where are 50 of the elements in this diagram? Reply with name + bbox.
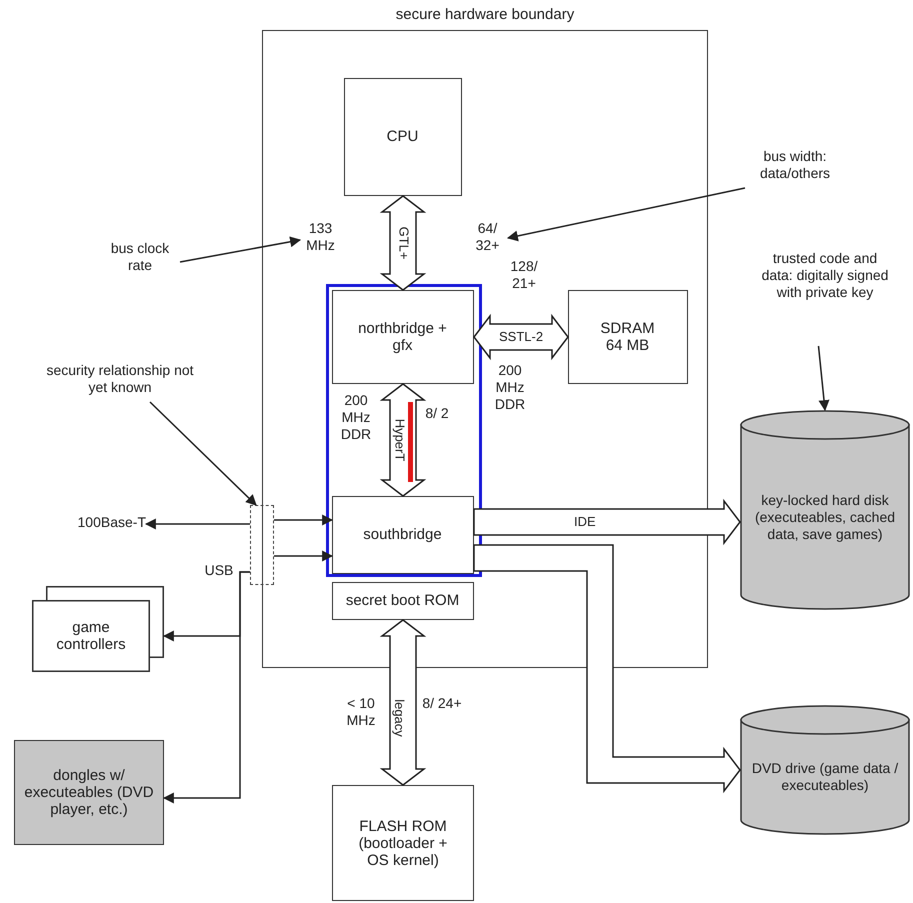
- annotation-text: trusted code and data: digitally signed with private key: [760, 250, 890, 346]
- signal-arrow: [144, 518, 250, 530]
- bus-label: IDE: [573, 515, 597, 529]
- component-label: SDRAM 64 MB: [599, 320, 656, 354]
- annotation-text: bus clock rate: [100, 240, 180, 284]
- signal-arrow: [274, 550, 334, 562]
- leader-arrow: [180, 236, 302, 263]
- bus-label: SSTL-2: [498, 330, 544, 344]
- bus-spec-label: 128/ 21+: [509, 258, 539, 292]
- bus-arrow: [473, 498, 741, 546]
- boundary-label: secure hardware boundary: [394, 6, 576, 23]
- bus-spec-label: 8/ 24+: [422, 695, 462, 712]
- bus-spec-label: 200 MHz DDR: [340, 392, 372, 443]
- bus-spec-label: 64/ 32+: [468, 220, 508, 260]
- stacked-device-boxes: [32, 586, 164, 672]
- highlight-frame: [326, 284, 482, 576]
- component-label: northbridge + gfx: [357, 320, 448, 354]
- device-box: [14, 740, 164, 845]
- bus-label: legacy: [392, 698, 406, 738]
- annotation-text: 100Base-T: [40, 514, 146, 534]
- bus-arrow: [380, 619, 426, 786]
- component-box: [332, 290, 474, 384]
- leader-arrow: [149, 401, 257, 506]
- signal-arrow: [274, 514, 334, 526]
- bus-spec-label: 133 MHz: [300, 220, 342, 260]
- disk-label: key-locked hard disk (executeables, cached data, save games): [754, 492, 896, 542]
- component-box: [344, 78, 462, 196]
- annotation-text: bus width: data/others: [745, 148, 845, 188]
- leader-arrow: [818, 346, 830, 412]
- interface-box: [250, 505, 274, 585]
- leader-arrow: [506, 187, 746, 242]
- bus-spec-label: 200 MHz DDR: [494, 362, 526, 413]
- component-label: secret boot ROM: [346, 592, 460, 609]
- component-box: [332, 496, 474, 574]
- component-box: [568, 290, 688, 384]
- component-box: [332, 785, 474, 901]
- bus-label: HyperT: [392, 418, 406, 462]
- component-box: [332, 582, 474, 620]
- device-label: game controllers: [55, 619, 127, 653]
- bus-arrow: [473, 544, 741, 794]
- component-label: CPU: [386, 128, 418, 145]
- disk-label: DVD drive (game data / executeables): [750, 760, 900, 794]
- bus-spec-label: < 10 MHz: [346, 695, 376, 729]
- annotation-text: security relationship not yet known: [45, 362, 195, 402]
- port-label: USB: [204, 562, 234, 579]
- component-label: FLASH ROM (bootloader + OS kernel): [358, 818, 448, 868]
- component-label: southbridge: [363, 526, 442, 543]
- signal-arrow: [162, 571, 250, 804]
- bus-spec-label: 8/ 2: [424, 405, 450, 422]
- component-label: dongles w/ executeables (DVD player, etc.): [24, 767, 154, 818]
